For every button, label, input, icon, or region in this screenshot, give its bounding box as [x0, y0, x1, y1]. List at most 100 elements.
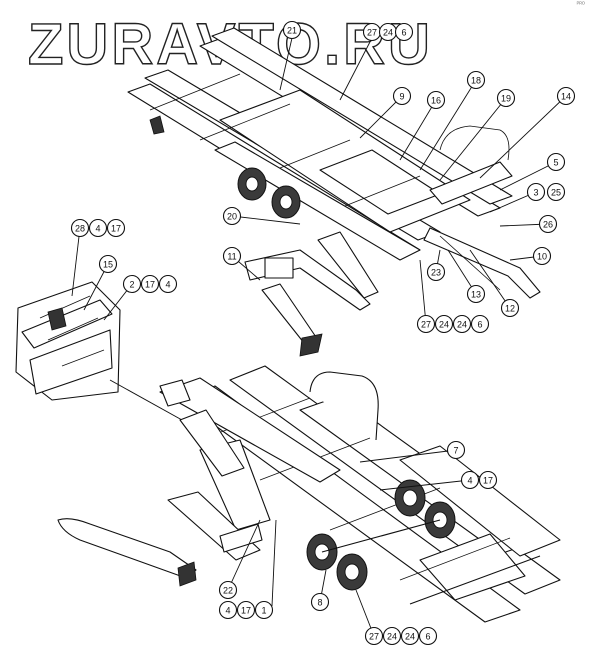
callout-circle — [466, 284, 486, 304]
callout-6a: 6 — [394, 22, 414, 42]
callout-circle — [236, 600, 256, 620]
top-trailer-view — [127, 27, 541, 357]
callout-circle — [434, 314, 454, 334]
callout-circle — [466, 70, 486, 90]
callout-circle — [426, 90, 446, 110]
callout-12: 12 — [500, 298, 520, 318]
callout-circle — [140, 274, 160, 294]
callout-label: 6 — [477, 320, 482, 330]
callout-label: 24 — [439, 320, 449, 330]
detail-inset — [15, 281, 201, 431]
callout-circle — [400, 626, 420, 646]
coupler — [159, 379, 191, 407]
drawbar — [423, 227, 541, 299]
headboard-hoop — [439, 125, 510, 161]
inset-plate — [29, 329, 113, 395]
callout-label: 24 — [387, 632, 397, 642]
callout-label: 4 — [467, 476, 472, 486]
callout-4a: 4 — [88, 218, 108, 238]
callout-27b: 27 — [416, 314, 436, 334]
callout-circle — [526, 182, 546, 202]
callout-label: 15 — [103, 260, 113, 270]
callout-label: 22 — [223, 586, 233, 596]
callout-label: 18 — [471, 76, 481, 86]
callout-label: 24 — [383, 28, 393, 38]
callout-circle — [222, 246, 242, 266]
cross-bar — [399, 537, 511, 581]
jack-bracket — [219, 523, 263, 553]
callout-label: 17 — [483, 476, 493, 486]
callout-label: 25 — [551, 188, 561, 198]
callout-circle — [254, 600, 274, 620]
cross-member — [199, 103, 291, 141]
rim — [245, 176, 259, 192]
callout-label: 1 — [261, 606, 266, 616]
callout-circle — [496, 88, 516, 108]
callout-6c: 6 — [418, 626, 438, 646]
watermark: ZURAVTO.RU — [28, 12, 433, 77]
callout-circle — [218, 600, 238, 620]
callout-5: 5 — [546, 152, 566, 172]
callout-21: 21 — [282, 20, 302, 40]
callout-20: 20 — [222, 206, 242, 226]
lower-frame — [214, 141, 421, 261]
callout-label: 9 — [399, 92, 404, 102]
callout-2: 2 — [122, 274, 142, 294]
track-right — [399, 445, 561, 557]
callout-23: 23 — [426, 262, 446, 282]
callout-label: 17 — [111, 224, 121, 234]
callout-circle — [282, 20, 302, 40]
cross-member — [149, 73, 241, 111]
track-end — [419, 533, 526, 601]
callout-label: 24 — [457, 320, 467, 330]
callout-circle — [218, 580, 238, 600]
callout-label: 14 — [561, 92, 571, 102]
callout-17c: 17 — [478, 470, 498, 490]
axle — [321, 519, 441, 553]
callout-circle — [426, 262, 446, 282]
callout-17b: 17 — [140, 274, 160, 294]
callout-label: 20 — [227, 212, 237, 222]
tongue — [159, 377, 341, 483]
callout-24b: 24 — [434, 314, 454, 334]
callout-label: 27 — [367, 28, 377, 38]
ramp-foot — [299, 333, 323, 357]
callout-label: 17 — [241, 606, 251, 616]
front-hoop — [309, 371, 379, 441]
callout-circle — [532, 246, 552, 266]
rim — [344, 563, 360, 581]
callout-24e: 24 — [400, 626, 420, 646]
callout-label: 28 — [75, 224, 85, 234]
callout-label: 5 — [553, 158, 558, 168]
callout-16: 16 — [426, 90, 446, 110]
callout-6b: 6 — [470, 314, 490, 334]
callout-label: 10 — [537, 252, 547, 262]
callout-circle — [158, 274, 178, 294]
callout-circle — [394, 22, 414, 42]
callout-19: 19 — [496, 88, 516, 108]
callout-label: 26 — [543, 220, 553, 230]
callout-label: 23 — [431, 268, 441, 278]
callout-circle — [538, 214, 558, 234]
loading-ramp — [57, 518, 197, 579]
winch-post — [179, 409, 245, 477]
callout-label: 27 — [369, 632, 379, 642]
callout-15: 15 — [98, 254, 118, 274]
inset-beam — [21, 299, 113, 349]
callout-label: 6 — [401, 28, 406, 38]
callout-label: 11 — [227, 252, 236, 262]
callout-circle — [98, 254, 118, 274]
callout-27c: 27 — [364, 626, 384, 646]
callout-circle — [478, 470, 498, 490]
callout-circle — [364, 626, 384, 646]
callout-8: 8 — [310, 592, 330, 612]
callout-label: 21 — [287, 26, 297, 36]
callout-circle — [88, 218, 108, 238]
callout-label: 19 — [501, 94, 511, 104]
callout-1: 1 — [254, 600, 274, 620]
callout-26: 26 — [538, 214, 558, 234]
rear-bar — [409, 555, 541, 605]
callout-label: 6 — [425, 632, 430, 642]
bracket — [264, 257, 294, 279]
